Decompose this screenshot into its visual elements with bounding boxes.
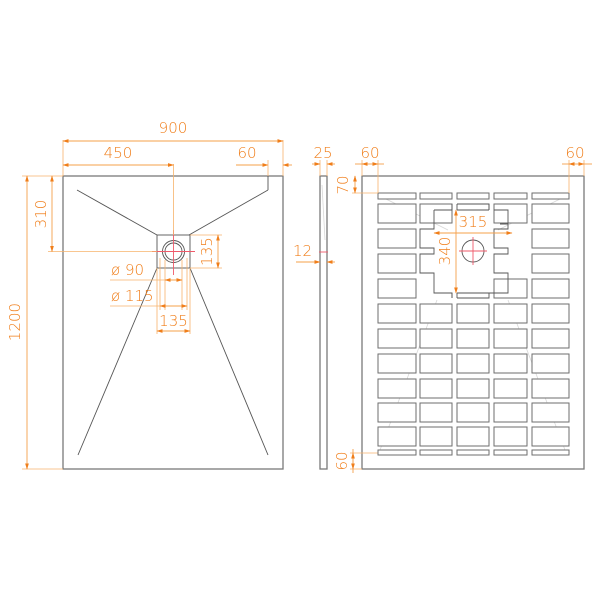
side-view: 25 12 <box>293 144 335 470</box>
slope-line <box>76 189 158 236</box>
underside-outline <box>361 175 585 470</box>
dim-edge-height: 12 <box>293 242 312 260</box>
dim-drain-offset: 310 <box>32 200 50 229</box>
tray-outline <box>62 175 284 470</box>
dim-half-width: 450 <box>104 144 133 162</box>
dim-drain-cutout-width: 315 <box>459 213 488 231</box>
dim-drain-box-width: 135 <box>159 312 188 330</box>
dim-drain-inner-diameter: ø 90 <box>111 261 144 279</box>
dim-drain-cutout-height: 340 <box>436 237 454 266</box>
dim-top-margin: 70 <box>334 175 352 194</box>
dim-drain-outer-diameter: ø 115 <box>111 287 154 305</box>
grid-bottom-strip <box>377 449 570 456</box>
slope-line <box>188 189 269 236</box>
dim-edge-offset: 60 <box>237 144 256 162</box>
grid-top-strip <box>377 192 570 200</box>
top-view: 900 450 60 1200 310 135 ø 90 <box>6 119 292 470</box>
dim-length: 1200 <box>6 303 24 341</box>
slope-line <box>77 267 158 456</box>
dim-width: 900 <box>159 119 188 137</box>
dim-drain-box-height: 135 <box>198 237 216 266</box>
grid-cells <box>377 203 570 447</box>
side-profile <box>319 175 328 470</box>
dim-bottom-margin: 60 <box>333 451 351 470</box>
bottom-view: 60 60 70 60 315 340 <box>333 144 592 473</box>
dim-thickness: 25 <box>313 144 332 162</box>
slope-line <box>189 267 269 456</box>
dim-right-margin: 60 <box>565 144 584 162</box>
dim-left-margin: 60 <box>360 144 379 162</box>
